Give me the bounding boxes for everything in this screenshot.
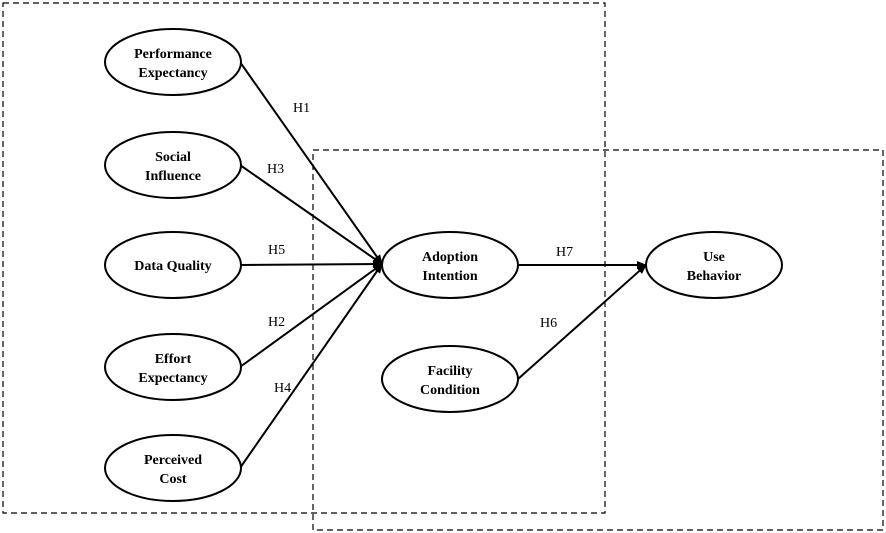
edge-label-h1: H1 <box>293 101 310 116</box>
node-perceived-cost: Perceived Cost <box>104 434 242 502</box>
left-group-box <box>2 2 606 514</box>
node-label-line: Social <box>155 150 191 165</box>
node-label-line: Expectancy <box>138 66 207 81</box>
node-facility-condition: Facility Condition <box>381 345 519 413</box>
node-performance-expectancy: Performance Expectancy <box>104 28 242 96</box>
right-group-box <box>312 149 884 531</box>
edge-si-to-ai <box>239 164 383 265</box>
edge-label-h7: H7 <box>556 245 573 260</box>
node-effort-expectancy: Effort Expectancy <box>104 333 242 401</box>
node-label-line: Effort <box>155 352 192 367</box>
node-label-line: Perceived <box>144 453 202 468</box>
node-use-behavior: Use Behavior <box>645 231 783 299</box>
node-label-line: Intention <box>422 269 477 284</box>
edge-pe-to-ai <box>239 61 383 265</box>
node-label-line: Adoption <box>422 250 478 265</box>
edge-label-h6: H6 <box>540 316 557 331</box>
node-label-line: Condition <box>420 383 480 398</box>
node-adoption-intention: Adoption Intention <box>381 231 519 299</box>
node-social-influence: Social Influence <box>104 131 242 199</box>
edge-dq-to-ai <box>239 260 383 269</box>
edge-ee-to-ai <box>239 263 383 368</box>
node-label-line: Use <box>703 250 725 265</box>
edge-label-h4: H4 <box>274 381 291 396</box>
edge-label-h2: H2 <box>268 315 285 330</box>
node-label-line: Influence <box>145 169 201 184</box>
edge-fc-to-ub <box>517 264 647 380</box>
node-label-line: Cost <box>159 472 187 487</box>
node-label-line: Data Quality <box>134 259 211 274</box>
edge-pc-to-ai <box>239 263 383 469</box>
node-label-line: Expectancy <box>138 371 207 386</box>
node-label-line: Facility <box>427 364 472 379</box>
node-label-line: Behavior <box>687 269 741 284</box>
node-label-line: Performance <box>134 47 212 62</box>
node-data-quality: Data Quality <box>104 231 242 299</box>
edge-label-h5: H5 <box>268 243 285 258</box>
edge-label-h3: H3 <box>267 162 284 177</box>
